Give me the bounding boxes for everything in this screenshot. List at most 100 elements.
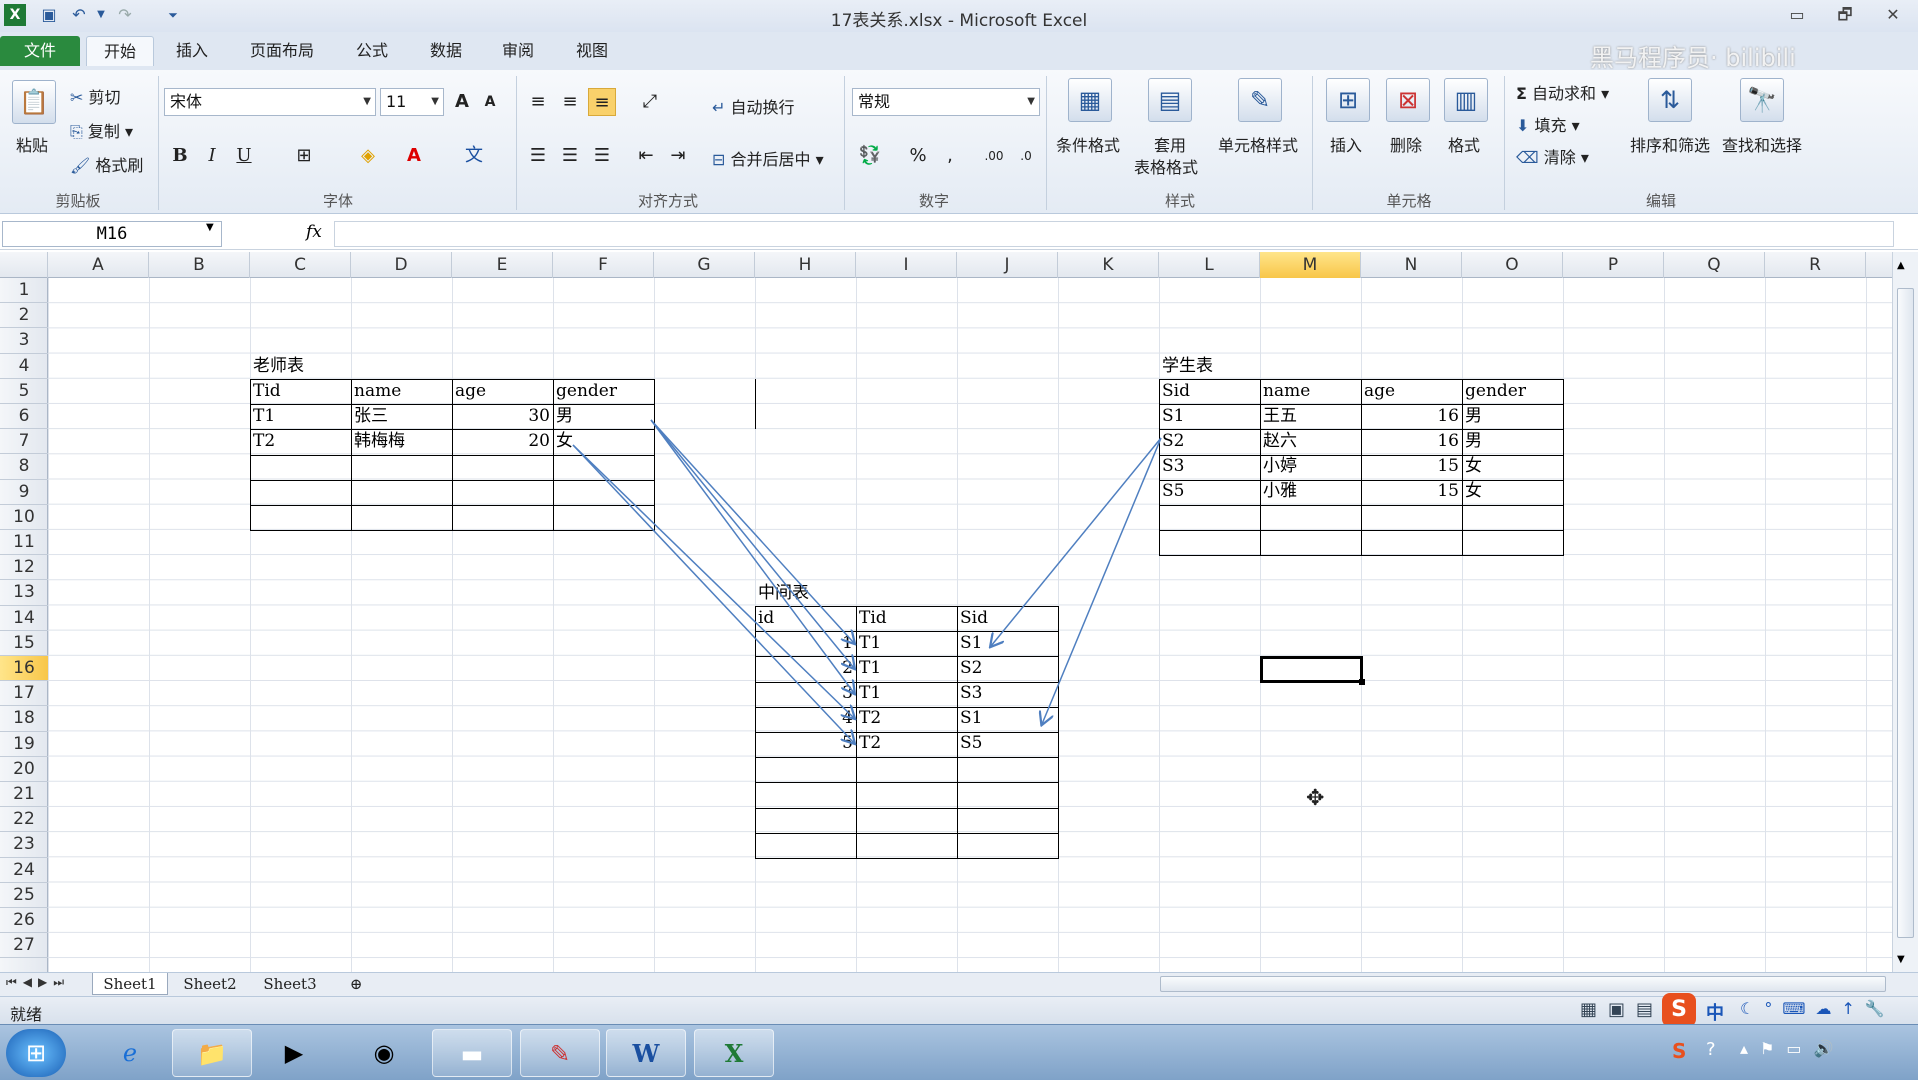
tray-help-icon[interactable]: ? [1706, 1039, 1716, 1060]
align-center-icon[interactable]: ☰ [561, 145, 579, 166]
formula-input[interactable] [334, 221, 1894, 247]
align-bottom-icon[interactable]: ≡ [588, 88, 616, 116]
file-explorer-icon[interactable]: 📁 [172, 1029, 252, 1077]
format-painter-button[interactable]: 🖌 格式刷 [70, 152, 143, 176]
orientation-icon[interactable]: ⤢ [642, 91, 658, 112]
italic-button[interactable]: I [208, 145, 216, 166]
sort-filter-icon[interactable]: ⇅ [1648, 78, 1692, 122]
find-select-label[interactable]: 查找和选择 [1722, 136, 1803, 155]
insert-function-button[interactable]: fx [306, 222, 322, 242]
row-header[interactable]: 5 [0, 379, 48, 404]
view-normal-icon[interactable]: ▦ [1580, 999, 1598, 1020]
column-header[interactable]: I [856, 252, 957, 278]
sheet-tab-3[interactable]: Sheet3 [263, 975, 317, 993]
tab-page-layout[interactable]: 页面布局 [249, 41, 314, 60]
row-header[interactable]: 6 [0, 404, 48, 430]
active-cell-m16[interactable] [1260, 656, 1363, 683]
cell-styles-icon[interactable]: ✎ [1238, 78, 1282, 122]
row-header[interactable]: 25 [0, 883, 48, 908]
row-header[interactable]: 10 [0, 505, 48, 530]
border-icon[interactable]: ⊞ [296, 145, 312, 166]
column-header[interactable]: N [1361, 252, 1462, 278]
row-header[interactable]: 17 [0, 681, 48, 707]
cell-styles-label[interactable]: 单元格样式 [1218, 136, 1299, 155]
tab-file[interactable]: 文件 [0, 36, 80, 66]
align-middle-icon[interactable]: ≡ [562, 91, 578, 112]
row-header[interactable]: 1 [0, 278, 48, 304]
row-header[interactable]: 13 [0, 580, 48, 606]
column-header[interactable]: Q [1664, 252, 1765, 278]
insert-cells-icon[interactable]: ⊞ [1326, 78, 1370, 122]
row-header[interactable]: 20 [0, 757, 48, 782]
row-header[interactable]: 18 [0, 706, 48, 732]
decrease-decimal-button[interactable]: .0 [1020, 149, 1032, 163]
column-header[interactable]: C [250, 252, 351, 278]
delete-cells-icon[interactable]: ⊠ [1386, 78, 1430, 122]
column-header[interactable]: E [452, 252, 553, 278]
decrease-indent-icon[interactable]: ⇤ [638, 145, 654, 166]
undo-icon[interactable]: ↶ [72, 5, 86, 24]
row-header[interactable]: 2 [0, 303, 48, 329]
horizontal-scroll-thumb[interactable] [1160, 976, 1886, 992]
row-header[interactable]: 23 [0, 832, 48, 858]
view-page-break-icon[interactable]: ▤ [1636, 999, 1654, 1020]
align-top-icon[interactable]: ≡ [530, 91, 546, 112]
format-cells-label[interactable]: 格式 [1448, 136, 1481, 155]
start-button-icon[interactable]: ⊞ [6, 1029, 66, 1077]
sheet-tab-2[interactable]: Sheet2 [183, 975, 237, 993]
font-name-combo[interactable]: 宋体▼ [164, 88, 376, 116]
column-header[interactable]: G [654, 252, 755, 278]
delete-cells-label[interactable]: 删除 [1390, 136, 1423, 155]
tab-review[interactable]: 审阅 [501, 41, 534, 60]
excel-icon[interactable]: X [694, 1029, 774, 1077]
bold-button[interactable]: B [172, 145, 188, 166]
grow-font-button[interactable]: A [455, 91, 469, 112]
paste-icon[interactable]: 📋 [12, 80, 56, 124]
font-color-icon[interactable]: A [407, 145, 421, 166]
row-header[interactable]: 7 [0, 429, 48, 455]
align-left-icon[interactable]: ☰ [529, 145, 547, 166]
clear-button[interactable]: ⌫ 清除 ▾ [1516, 148, 1589, 167]
merge-center-button[interactable]: ⊟ 合并后居中 ▾ [712, 150, 824, 169]
row-header[interactable]: 27 [0, 933, 48, 959]
copy-button[interactable]: ⎘ 复制 ▾ [70, 122, 134, 141]
conditional-format-label[interactable]: 条件格式 [1056, 136, 1121, 155]
ime-toolbar-icons[interactable]: ☾°⌨☁↑🔧 [1740, 999, 1895, 1018]
insert-cells-label[interactable]: 插入 [1330, 136, 1363, 155]
customize-toolbar-icon[interactable]: ⏷ [168, 8, 178, 22]
column-header[interactable]: A [48, 252, 149, 278]
ime-chinese-mode[interactable]: 中 [1706, 1003, 1724, 1024]
ie-browser-icon[interactable]: ℯ [122, 1039, 138, 1067]
format-as-table-icon[interactable]: ▤ [1148, 78, 1192, 122]
scroll-down-icon[interactable]: ▼ [1897, 954, 1905, 965]
tab-home[interactable]: 开始 [86, 36, 154, 66]
column-header[interactable]: B [149, 252, 250, 278]
binoculars-icon[interactable]: 🔭 [1740, 78, 1784, 122]
row-header[interactable]: 8 [0, 454, 48, 480]
column-header[interactable]: R [1765, 252, 1866, 278]
column-header[interactable]: O [1462, 252, 1563, 278]
tray-sogou-icon[interactable]: S [1672, 1039, 1687, 1063]
fill-button[interactable]: ⬇ 填充 ▾ [1516, 116, 1580, 135]
tab-formulas[interactable]: 公式 [355, 41, 388, 60]
undo-dropdown-icon[interactable]: ▼ [97, 9, 105, 20]
row-header[interactable]: 4 [0, 354, 48, 379]
sheet-nav-icons[interactable]: ⏮◀▶⏭ [6, 975, 71, 989]
number-format-combo[interactable]: 常规▼ [852, 88, 1040, 116]
format-as-table-label-1[interactable]: 套用 [1154, 136, 1187, 155]
row-header[interactable]: 14 [0, 606, 48, 631]
font-size-combo[interactable]: 11▼ [380, 88, 444, 116]
row-header[interactable]: 21 [0, 782, 48, 808]
column-header[interactable]: D [351, 252, 452, 278]
media-player-icon[interactable]: ▶ [284, 1039, 304, 1067]
new-sheet-icon[interactable]: ⊕ [349, 975, 363, 993]
row-header[interactable]: 22 [0, 807, 48, 833]
row-header[interactable]: 9 [0, 480, 48, 505]
name-box[interactable]: M16 [2, 221, 222, 247]
wrap-text-button[interactable]: ↵ 自动换行 [712, 94, 795, 118]
underline-button[interactable]: U [236, 145, 252, 166]
save-icon[interactable]: ▣ [41, 5, 57, 24]
scroll-thumb[interactable] [1897, 288, 1914, 938]
fill-color-icon[interactable]: ◈ [361, 145, 375, 166]
tab-insert[interactable]: 插入 [175, 41, 208, 60]
